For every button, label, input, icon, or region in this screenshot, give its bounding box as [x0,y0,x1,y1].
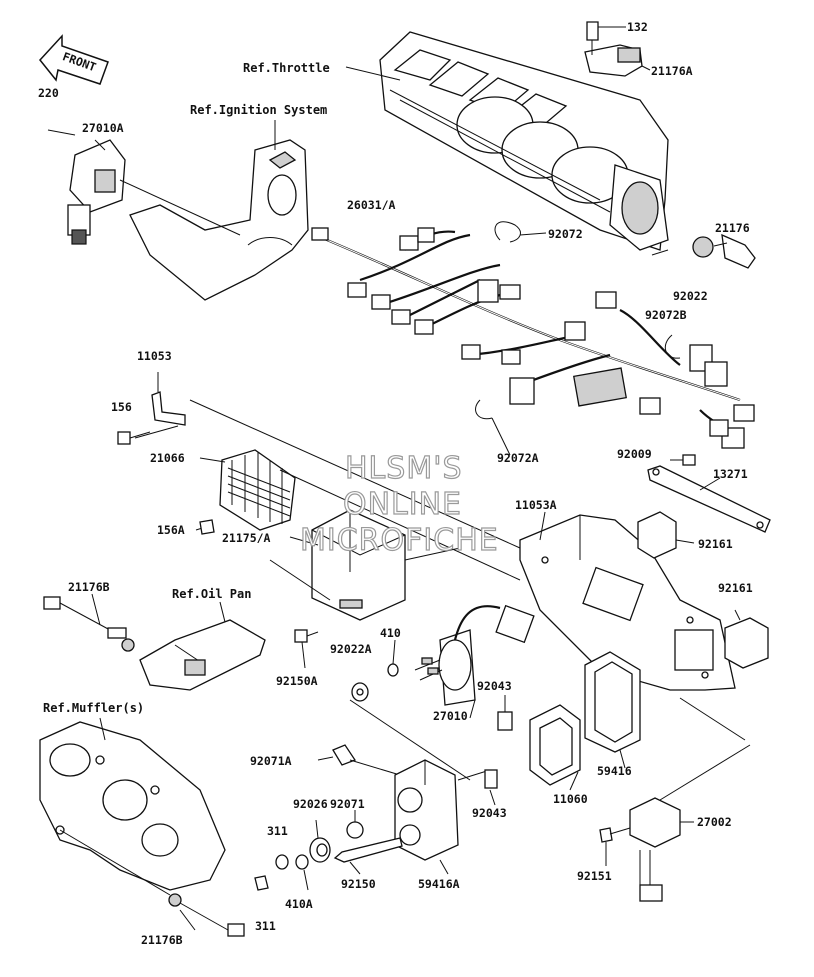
part-label-311-a: 311 [267,824,288,838]
bolt-92150A [294,629,319,643]
sleeve-92043-b [484,769,498,789]
part-label-21176B-top: 21176B [68,580,110,594]
part-label-92022A: 92022A [330,642,372,656]
bracket-11053A [519,514,736,691]
part-label-132: 132 [627,20,648,34]
throttle-sensor-21176A [584,21,643,77]
rubber-92161-a [637,511,677,559]
sleeve-92043-a [497,711,513,731]
part-label-92026: 92026 [293,797,328,811]
bolt-92151 [599,827,631,843]
cover-59416 [584,651,641,753]
throttle-body [379,31,669,251]
clamp-92072B [664,334,681,359]
part-label-21175A: 21175/A [222,531,271,545]
ecu-21175A [311,509,406,621]
nut-311-a [275,854,289,870]
part-label-92071: 92071 [330,797,365,811]
muffler [39,721,226,891]
part-label-410A: 410A [285,897,313,911]
grommet-92026 [309,837,331,863]
part-label-21066: 21066 [150,451,185,465]
ref-throttle-label: Ref.Throttle [243,61,330,75]
bracket-11053 [151,391,186,426]
washer-410 [387,663,399,677]
part-label-27010: 27010 [433,709,468,723]
washer-410A [295,854,309,870]
sensor-21176B-bottom [59,829,245,937]
part-label-311-b: 311 [255,919,276,933]
bolt-156 [117,431,151,445]
part-label-92072A: 92072A [497,451,539,465]
part-label-156A: 156A [157,523,185,537]
part-label-92151: 92151 [577,869,612,883]
ref-muffler-label: Ref.Muffler(s) [43,701,144,715]
ref-ignition-label: Ref.Ignition System [190,103,327,117]
part-label-59416: 59416 [597,764,632,778]
relay-27002 [629,797,681,902]
part-label-13271: 13271 [713,467,748,481]
sensor-21176B-top [43,596,135,652]
part-label-11060: 11060 [553,792,588,806]
part-label-92022: 92022 [673,289,708,303]
clamp-92072A [475,399,493,420]
bracket-13271 [647,465,771,533]
relay-27010A [67,139,126,245]
part-label-92071A: 92071A [250,754,292,768]
ref-oil-pan-label: Ref.Oil Pan [172,587,251,601]
part-label-220: 220 [38,86,59,100]
main-harness [311,227,755,449]
part-label-92161-a: 92161 [698,537,733,551]
plug-92071A [332,744,356,766]
washer-92022A [351,682,369,702]
part-label-92150: 92150 [341,877,376,891]
part-label-92150A: 92150A [276,674,318,688]
part-label-11053: 11053 [137,349,172,363]
sensor-21176 [692,233,756,269]
svg-text:HLSM'S: HLSM'S [345,451,463,486]
gasket-11060 [529,704,581,786]
clamp-92072 [494,221,521,243]
front-arrow-icon: FRONT [39,34,109,85]
part-label-156: 156 [111,400,132,414]
regulator-21066 [219,449,296,531]
bolt-92150 [333,837,403,863]
part-label-92072: 92072 [548,227,583,241]
part-label-92072B: 92072B [645,308,687,322]
ignition-bracket [129,139,309,301]
part-label-11053A: 11053A [515,498,557,512]
svg-text:MICROFICHE: MICROFICHE [300,523,499,558]
bolt-92009 [670,454,696,466]
watermark: HLSM'S ONLINE MICROFICHE [299,450,499,558]
oil-pan [139,619,266,691]
housing-59416A [394,759,459,861]
part-label-410: 410 [380,626,401,640]
rubber-92161-b [724,617,769,669]
part-label-21176A: 21176A [651,64,693,78]
part-label-92161-b: 92161 [718,581,753,595]
part-label-59416A: 59416A [418,877,460,891]
grommet-92071 [346,821,364,839]
svg-text:ONLINE: ONLINE [343,487,462,522]
nut-311-b [254,875,269,891]
part-label-21176: 21176 [715,221,750,235]
part-label-92043-a: 92043 [477,679,512,693]
part-label-26031A: 26031/A [347,198,396,212]
bolt-156A [199,519,215,535]
part-label-27002: 27002 [697,815,732,829]
starter-relay-27010 [414,604,535,706]
part-label-92009: 92009 [617,447,652,461]
part-label-21176B-bottom: 21176B [141,933,183,947]
part-label-92043-b: 92043 [472,806,507,820]
part-label-27010A: 27010A [82,121,124,135]
